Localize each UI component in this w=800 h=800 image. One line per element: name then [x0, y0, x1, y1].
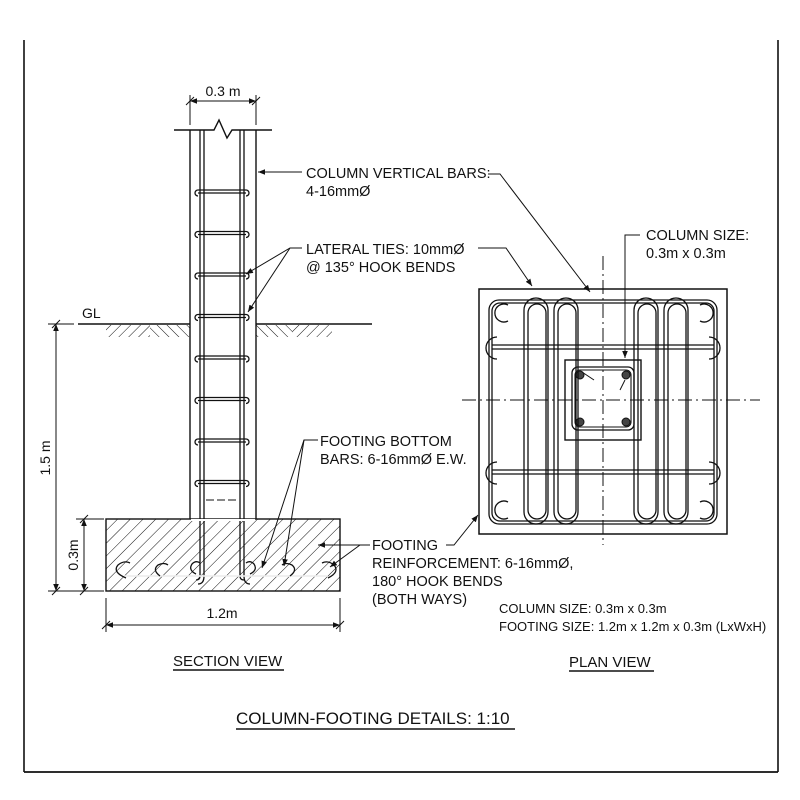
- callout-footing-reinf-line3: 180° HOOK BENDS: [372, 574, 503, 590]
- drawing-title: COLUMN-FOOTING DETAILS: 1:10: [236, 709, 510, 728]
- callout-lateral-ties: LATERAL TIES: 10mmØ @ 135° HOOK BENDS: [245, 242, 533, 313]
- plan-corner-hook: [699, 500, 714, 520]
- plan-perimeter-bar: [488, 299, 718, 525]
- footing-section: [105, 518, 341, 592]
- plan-note-footing-size: FOOTING SIZE: 1.2m x 1.2m x 0.3m (LxWxH): [499, 619, 766, 634]
- dim-depth: 1.5 m: [37, 319, 74, 596]
- plan-view-label: PLAN VIEW: [569, 654, 652, 671]
- lateral-tie: [194, 313, 250, 322]
- callout-vertical-bars: COLUMN VERTICAL BARS: 4-16mmØ: [258, 166, 591, 293]
- lateral-tie: [194, 438, 250, 446]
- lateral-tie: [194, 396, 250, 405]
- callout-bottom-bars-line2: BARS: 6-16mmØ E.W.: [320, 452, 467, 468]
- callout-lateral-ties-line2: @ 135° HOOK BENDS: [306, 260, 455, 276]
- callout-lateral-ties-line1: LATERAL TIES: 10mmØ: [306, 242, 464, 258]
- dim-footing-width-text: 1.2m: [206, 605, 237, 621]
- plan-vertical-bar: [523, 297, 549, 525]
- column-break-line: [174, 118, 272, 140]
- plan-corner-hook: [494, 500, 509, 520]
- callout-column-size-line1: COLUMN SIZE:: [646, 228, 749, 244]
- dim-footing-width: 1.2m: [101, 598, 345, 632]
- drawing-frame: [23, 40, 779, 773]
- callout-vertical-bars-line1: COLUMN VERTICAL BARS:: [306, 166, 491, 182]
- dim-column-width-text: 0.3 m: [205, 83, 240, 99]
- dim-column-width: 0.3 m: [185, 83, 261, 125]
- section-view: 0.3 m GL: [37, 83, 591, 671]
- section-view-label: SECTION VIEW: [173, 653, 283, 670]
- callout-footing-reinf-line2: REINFORCEMENT: 6-16mmØ,: [372, 556, 573, 572]
- dim-depth-text: 1.5 m: [37, 440, 53, 475]
- callout-footing-reinforcement: FOOTING REINFORCEMENT: 6-16mmØ, 180° HOO…: [318, 514, 573, 608]
- plan-horizontal-bar: [485, 461, 721, 485]
- callout-column-size-line2: 0.3m x 0.3m: [646, 246, 726, 262]
- callout-footing-reinf-line4: (BOTH WAYS): [372, 592, 467, 608]
- dim-footing-thickness-text: 0.3m: [65, 539, 81, 570]
- lateral-tie: [194, 272, 250, 280]
- ground-level: GL: [78, 305, 372, 337]
- lateral-tie: [194, 479, 250, 488]
- plan-column-bars: [575, 370, 631, 427]
- plan-footing-outline: [478, 288, 728, 535]
- ground-level-label: GL: [82, 305, 101, 321]
- lateral-tie: [194, 230, 250, 239]
- plan-note-column-size: COLUMN SIZE: 0.3m x 0.3m: [499, 601, 667, 616]
- plan-horizontal-bar: [485, 336, 721, 360]
- callout-vertical-bars-line2: 4-16mmØ: [306, 184, 370, 200]
- lateral-tie: [194, 355, 250, 363]
- callout-footing-reinf-line1: FOOTING: [372, 538, 438, 554]
- plan-column-outline: [564, 359, 642, 441]
- callout-column-size: COLUMN SIZE: 0.3m x 0.3m: [622, 228, 749, 358]
- plan-vertical-bar: [663, 297, 689, 525]
- plan-view: COLUMN SIZE: 0.3m x 0.3m COLUMN SIZE: 0.…: [462, 228, 766, 672]
- plan-footing-reinforcement: [485, 297, 721, 525]
- dim-footing-thickness: 0.3m: [48, 514, 104, 596]
- plan-vertical-bar: [633, 297, 659, 525]
- plan-corner-hook: [699, 303, 714, 323]
- plan-vertical-bar: [553, 297, 579, 525]
- plan-corner-hook: [494, 303, 509, 323]
- lateral-tie: [194, 189, 250, 197]
- callout-bottom-bars-line1: FOOTING BOTTOM: [320, 434, 452, 450]
- lateral-ties: [194, 189, 250, 501]
- callout-bottom-bars: FOOTING BOTTOM BARS: 6-16mmØ E.W.: [261, 434, 467, 569]
- column-vertical-bars: [195, 130, 251, 585]
